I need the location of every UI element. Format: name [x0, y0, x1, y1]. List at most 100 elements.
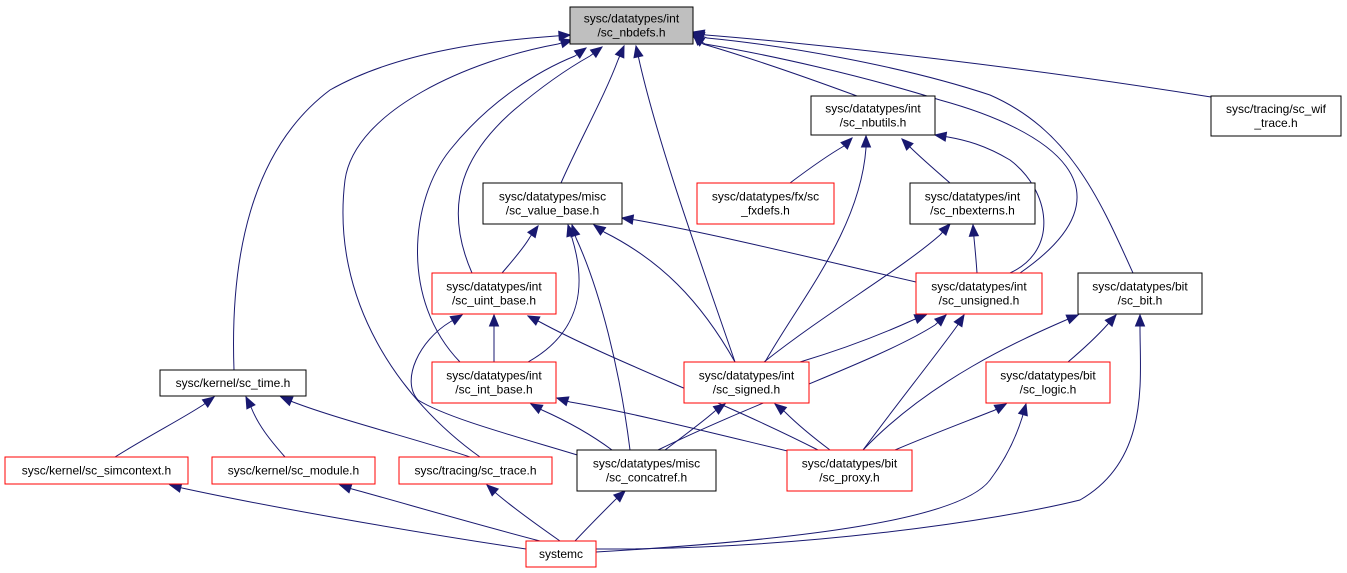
- node-label-line: /sc_bit.h: [1118, 294, 1163, 308]
- node-label-line: sysc/datatypes/misc: [499, 190, 606, 204]
- arrowhead-icon: [558, 30, 572, 42]
- arrowhead-icon: [1134, 313, 1146, 327]
- node-value_base[interactable]: sysc/datatypes/misc/sc_value_base.h: [482, 182, 623, 225]
- edge-line: [342, 43, 559, 458]
- edge-signed-to-value_base: [592, 224, 736, 363]
- node-label-line: sysc/datatypes/bit: [802, 457, 898, 471]
- edge-concatref-to-signed: [664, 403, 727, 451]
- arrowhead-icon: [570, 223, 581, 238]
- node-wif_trace[interactable]: sysc/tracing/sc_wif_trace.h: [1210, 95, 1342, 137]
- edge-line: [417, 55, 576, 363]
- node-simcontext[interactable]: sysc/kernel/sc_simcontext.h: [4, 456, 189, 485]
- arrowhead-icon: [589, 46, 604, 59]
- edge-line: [410, 321, 601, 463]
- edge-int_base-to-uint_base: [488, 313, 500, 362]
- node-label-line: sysc/datatypes/int: [446, 369, 542, 383]
- arrowhead-icon: [913, 314, 928, 325]
- node-box[interactable]: [696, 182, 835, 225]
- node-concatref[interactable]: sysc/datatypes/misc/sc_concatref.h: [576, 449, 717, 492]
- arrowhead-icon: [691, 31, 706, 42]
- node-label-line: _trace.h: [1253, 116, 1297, 130]
- node-uint_base[interactable]: sysc/datatypes/int/sc_uint_base.h: [431, 272, 557, 315]
- node-box[interactable]: [525, 540, 597, 568]
- arrowhead-icon: [1017, 402, 1028, 417]
- edge-systemc-to-trace: [486, 484, 561, 542]
- edge-signed-to-nbutils: [764, 134, 872, 363]
- node-nbdefs[interactable]: sysc/datatypes/int/sc_nbdefs.h: [569, 6, 694, 45]
- arrowhead-icon: [168, 482, 183, 493]
- arrowhead-icon: [860, 134, 872, 148]
- node-box[interactable]: [4, 456, 189, 485]
- arrowhead-icon: [633, 44, 644, 59]
- node-label-line: sysc/datatypes/int: [584, 12, 680, 26]
- node-box[interactable]: [1077, 272, 1203, 315]
- edge-nbutils-to-nbdefs: [692, 33, 858, 97]
- edge-time-to-nbdefs: [233, 30, 572, 371]
- node-systemc[interactable]: systemc: [525, 540, 597, 568]
- node-label-line: sysc/kernel/sc_module.h: [228, 464, 359, 478]
- edge-line: [595, 327, 1141, 550]
- edge-unsigned-to-value_base: [620, 214, 917, 283]
- nodes-layer: sysc/datatypes/int/sc_nbdefs.hsysc/datat…: [4, 6, 1342, 568]
- node-box[interactable]: [576, 449, 717, 492]
- edge-line: [862, 319, 1067, 451]
- arrowhead-icon: [526, 315, 541, 326]
- arrowhead-icon: [245, 395, 256, 410]
- node-box[interactable]: [398, 456, 553, 485]
- node-label-line: sysc/datatypes/bit: [1092, 280, 1188, 294]
- edge-trace-to-time: [279, 396, 471, 458]
- node-box[interactable]: [985, 361, 1111, 404]
- node-bit[interactable]: sysc/datatypes/bit/sc_bit.h: [1077, 272, 1203, 315]
- node-label-line: sysc/datatypes/int: [925, 190, 1021, 204]
- edge-line: [595, 417, 1023, 553]
- node-nbutils[interactable]: sysc/datatypes/int/sc_nbutils.h: [810, 95, 936, 136]
- edge-line: [1067, 323, 1109, 363]
- node-label-line: sysc/tracing/sc_wif: [1226, 102, 1327, 116]
- node-time[interactable]: sysc/kernel/sc_time.h: [159, 369, 307, 397]
- node-label-line: _fxdefs.h: [740, 204, 790, 218]
- edge-line: [603, 231, 736, 363]
- node-fxdefs[interactable]: sysc/datatypes/fx/sc_fxdefs.h: [696, 182, 835, 225]
- node-box[interactable]: [482, 182, 623, 225]
- node-box[interactable]: [569, 6, 694, 45]
- edge-line: [639, 63, 736, 363]
- node-label-line: sysc/datatypes/int: [931, 280, 1027, 294]
- node-box[interactable]: [159, 369, 307, 397]
- edge-logic-to-bit: [1067, 314, 1117, 363]
- node-label-line: sysc/datatypes/misc: [593, 457, 700, 471]
- node-box[interactable]: [431, 272, 557, 315]
- arrowhead-icon: [1104, 314, 1117, 328]
- node-logic[interactable]: sysc/datatypes/bit/sc_logic.h: [985, 361, 1111, 404]
- node-proxy[interactable]: sysc/datatypes/bit/sc_proxy.h: [786, 449, 913, 492]
- arrowhead-icon: [1065, 314, 1080, 325]
- edge-proxy-to-signed: [773, 403, 831, 451]
- arrowhead-icon: [529, 403, 544, 415]
- node-label-line: /sc_proxy.h: [819, 471, 879, 485]
- node-box[interactable]: [211, 456, 376, 485]
- edge-proxy-to-uint_base: [526, 315, 819, 451]
- node-label-line: /sc_value_base.h: [506, 204, 599, 218]
- edge-signed-to-unsigned: [799, 314, 928, 363]
- node-box[interactable]: [810, 95, 936, 136]
- edge-line: [541, 409, 613, 451]
- edge-signed-to-nbdefs: [633, 44, 736, 363]
- node-unsigned[interactable]: sysc/datatypes/int/sc_unsigned.h: [915, 272, 1043, 315]
- arrowhead-icon: [614, 44, 625, 59]
- node-label-line: /sc_concatref.h: [606, 471, 687, 485]
- node-module[interactable]: sysc/kernel/sc_module.h: [211, 456, 376, 485]
- node-signed[interactable]: sysc/datatypes/int/sc_signed.h: [683, 361, 810, 404]
- node-label-line: systemc: [539, 547, 583, 561]
- node-box[interactable]: [683, 361, 810, 404]
- node-trace[interactable]: sysc/tracing/sc_trace.h: [398, 456, 553, 485]
- node-int_base[interactable]: sysc/datatypes/int/sc_int_base.h: [431, 361, 557, 404]
- node-box[interactable]: [786, 449, 913, 492]
- edge-line: [574, 499, 616, 542]
- node-nbexterns[interactable]: sysc/datatypes/int/sc_nbexterns.h: [909, 182, 1036, 225]
- node-box[interactable]: [909, 182, 1036, 225]
- node-box[interactable]: [1210, 95, 1342, 137]
- edge-nbexterns-to-nbutils: [901, 138, 951, 184]
- node-box[interactable]: [431, 361, 557, 404]
- node-label-line: sysc/datatypes/int: [699, 369, 795, 383]
- arrowhead-icon: [933, 131, 948, 142]
- node-box[interactable]: [915, 272, 1043, 315]
